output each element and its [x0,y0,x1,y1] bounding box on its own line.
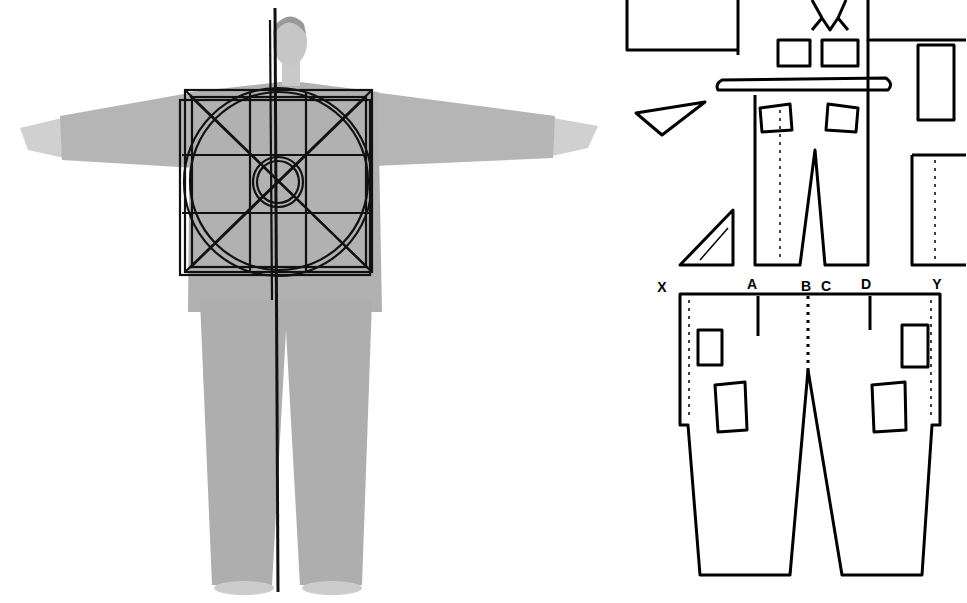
pattern-sketch-part [867,40,870,95]
pattern-sketch-part [680,210,733,265]
pattern-sketch-part [902,325,928,367]
pattern-sketch-part [822,40,858,66]
pattern-sketch-part [826,104,858,132]
pattern-sketch-part [700,228,728,260]
pattern-sketch-part [688,300,690,420]
pattern-sketch-part [918,45,954,120]
figure-photo-part [273,16,306,36]
geometric-sketch-part [253,157,303,207]
geometric-sketch-part [190,97,366,268]
point-letter: B [801,279,811,293]
geometric-sketch-part [305,92,307,272]
pattern-sketch-part [636,102,705,135]
geometric-sketch-part [185,90,372,272]
point-letter: D [861,277,871,291]
pattern-sketch-part [872,382,906,432]
figure-photo-part [214,581,274,595]
figure-photo-part [20,118,64,158]
geometric-sketch-part [249,92,251,272]
geometric-sketch-part [184,88,372,276]
point-letter: C [821,279,831,293]
pattern-sketch-part [869,296,872,330]
figure-photo-part [200,300,372,585]
pattern-sketch-part [930,300,932,420]
pattern-sketch-part [680,294,940,575]
pattern-sketch-part [779,110,781,260]
pattern-sketch-part [912,155,966,265]
figure-photo-part [302,581,362,595]
geometric-sketch-part [185,90,372,272]
figure-photo-part [552,118,598,156]
point-letter: Y [932,277,941,291]
point-letter: X [657,280,666,294]
pattern-sketch-part [698,330,722,365]
geometric-sketch-part [275,8,278,592]
geometric-sketch-part [190,96,368,268]
pattern-sketch-part [715,382,747,432]
geometric-sketch-part [185,90,372,272]
pattern-sketch-part [627,0,738,50]
pattern-sketch-part [807,296,810,380]
pattern-sketch-part [755,95,868,265]
pattern-sketch-part [812,18,848,30]
figure-photo [20,16,598,595]
pattern-sketch-part [760,104,792,132]
geometric-sketch [180,8,372,592]
pattern-sketch-part [717,78,890,90]
geometric-sketch-part [190,92,368,270]
pattern-sketch-part [778,40,810,66]
pattern-sketch-part [934,160,936,262]
point-letter: A [747,277,757,291]
pattern-sketch [627,0,966,575]
pattern-sketch-part [737,0,740,55]
pattern-sketch-part [868,0,966,40]
pattern-sketch-part [757,296,760,336]
figure-photo-part [60,92,196,168]
geometric-sketch-part [270,20,272,300]
geometric-sketch-part [257,161,299,203]
figure-photo-part [188,82,382,312]
figure-photo-part [373,92,555,166]
